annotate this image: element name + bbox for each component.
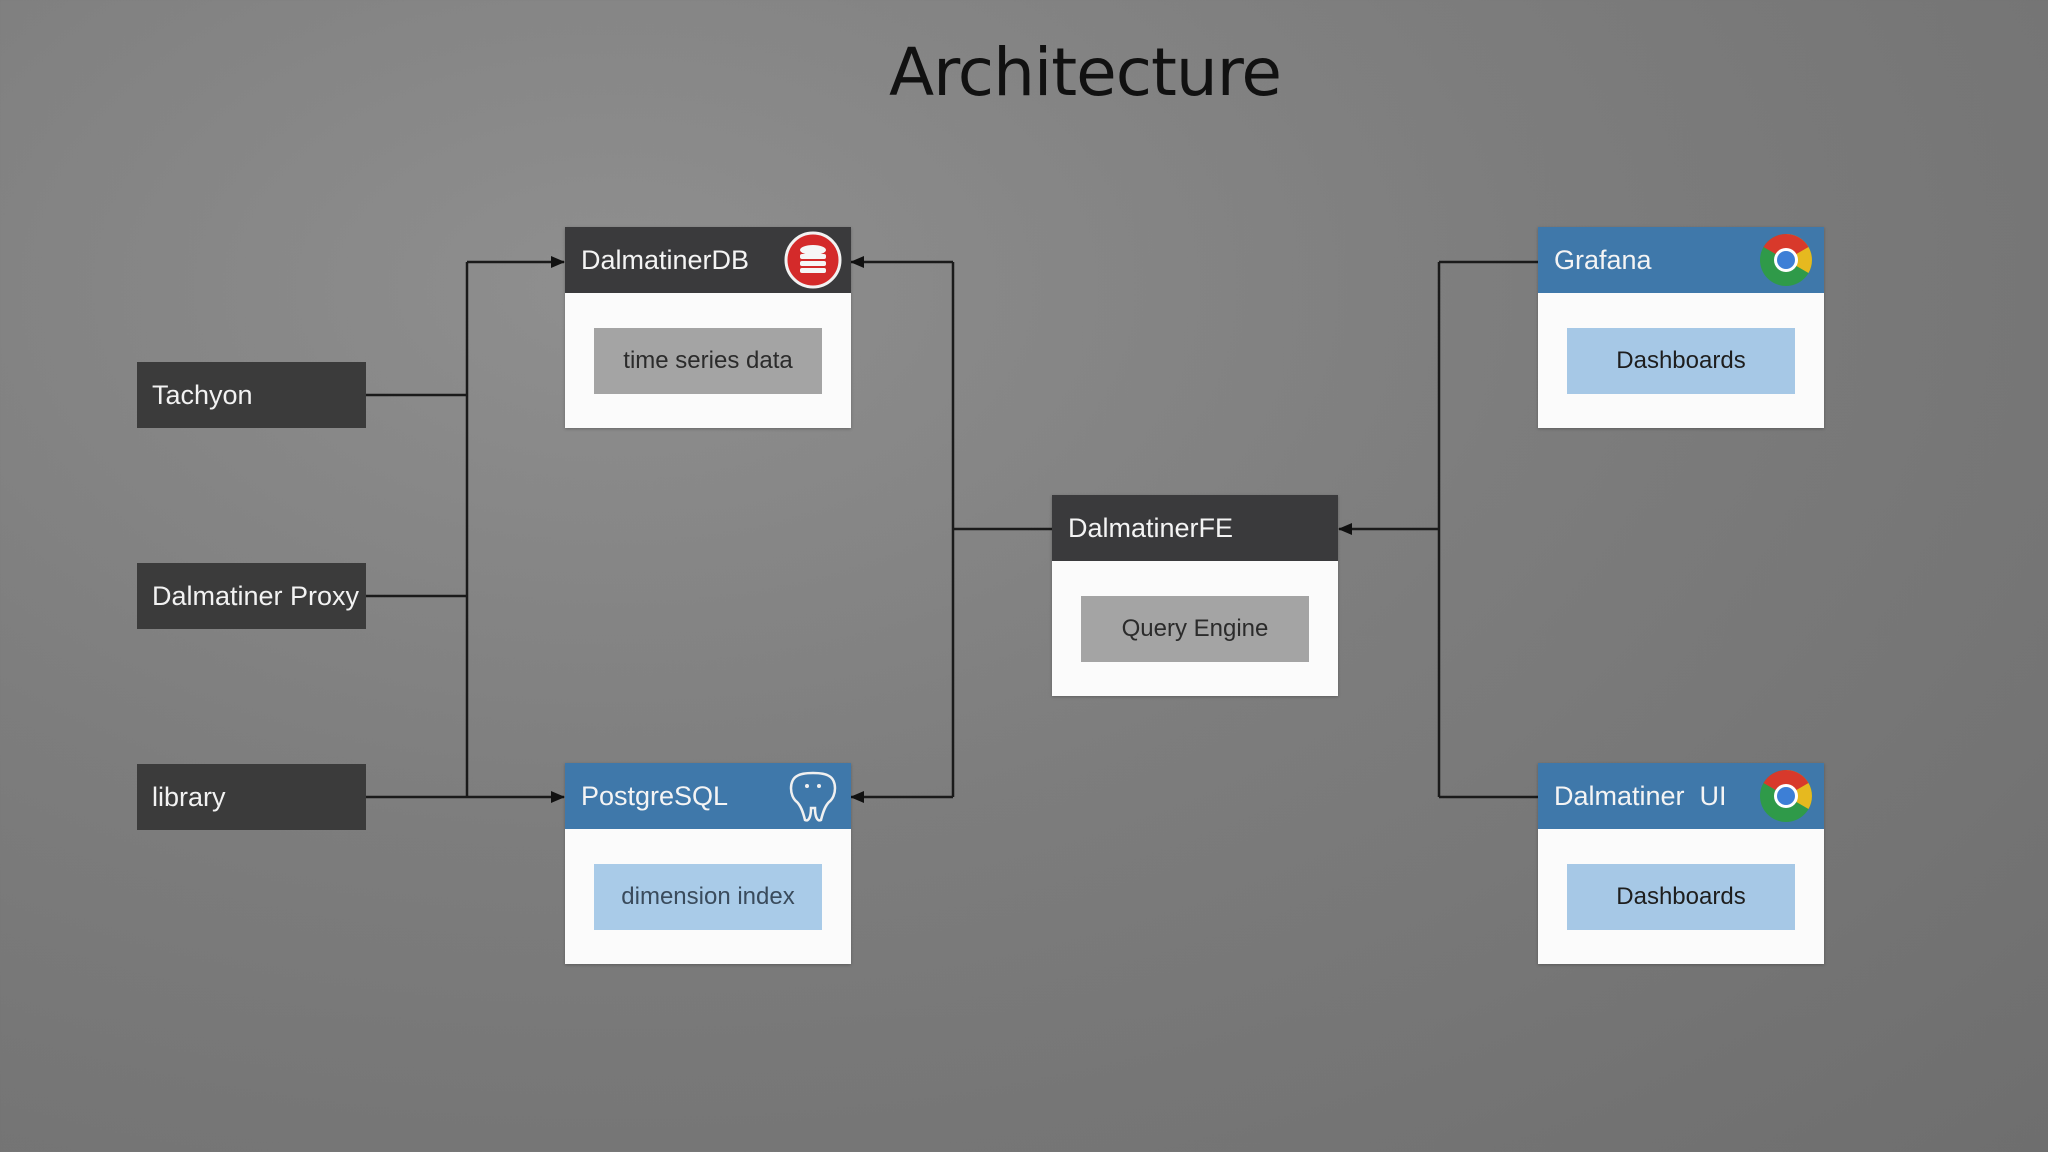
postgresql-card: PostgreSQL dimension index xyxy=(565,763,851,964)
time-series-data-box: time series data xyxy=(594,328,822,394)
grafana-card: Grafana Dashboards xyxy=(1538,227,1824,428)
postgresql-header: PostgreSQL xyxy=(565,763,851,829)
dimension-index-box: dimension index xyxy=(594,864,822,930)
source-library: library xyxy=(137,764,366,830)
dalmatinerfe-title: DalmatinerFE xyxy=(1068,513,1234,543)
grafana-dashboards-box: Dashboards xyxy=(1567,328,1795,394)
grafana-header: Grafana xyxy=(1538,227,1824,293)
postgresql-title: PostgreSQL xyxy=(581,781,729,811)
dalmatiner-ui-header: Dalmatiner UI xyxy=(1538,763,1824,829)
query-engine-box: Query Engine xyxy=(1081,596,1309,662)
dalmatinerdb-header: DalmatinerDB xyxy=(565,227,851,293)
slide-title: Architecture xyxy=(888,34,1282,111)
dalmatiner-ui-card: Dalmatiner UI Dashboards xyxy=(1538,763,1824,964)
elephant-icon xyxy=(789,771,837,822)
grafana-title: Grafana xyxy=(1554,245,1652,275)
dalmatiner-ui-title: Dalmatiner UI xyxy=(1554,781,1727,811)
dalmatiner-ui-dashboards-box: Dashboards xyxy=(1567,864,1795,930)
chrome-icon xyxy=(1760,770,1812,822)
database-icon xyxy=(784,231,842,289)
chrome-icon xyxy=(1760,234,1812,286)
dalmatinerdb-card: DalmatinerDB time series data xyxy=(565,227,851,428)
dalmatinerfe-card: DalmatinerFE Query Engine xyxy=(1052,495,1338,696)
dalmatinerfe-header: DalmatinerFE xyxy=(1052,495,1338,561)
dalmatinerdb-title: DalmatinerDB xyxy=(581,245,750,275)
source-tachyon: Tachyon xyxy=(137,362,366,428)
source-dalmatiner-proxy: Dalmatiner Proxy xyxy=(137,563,366,629)
